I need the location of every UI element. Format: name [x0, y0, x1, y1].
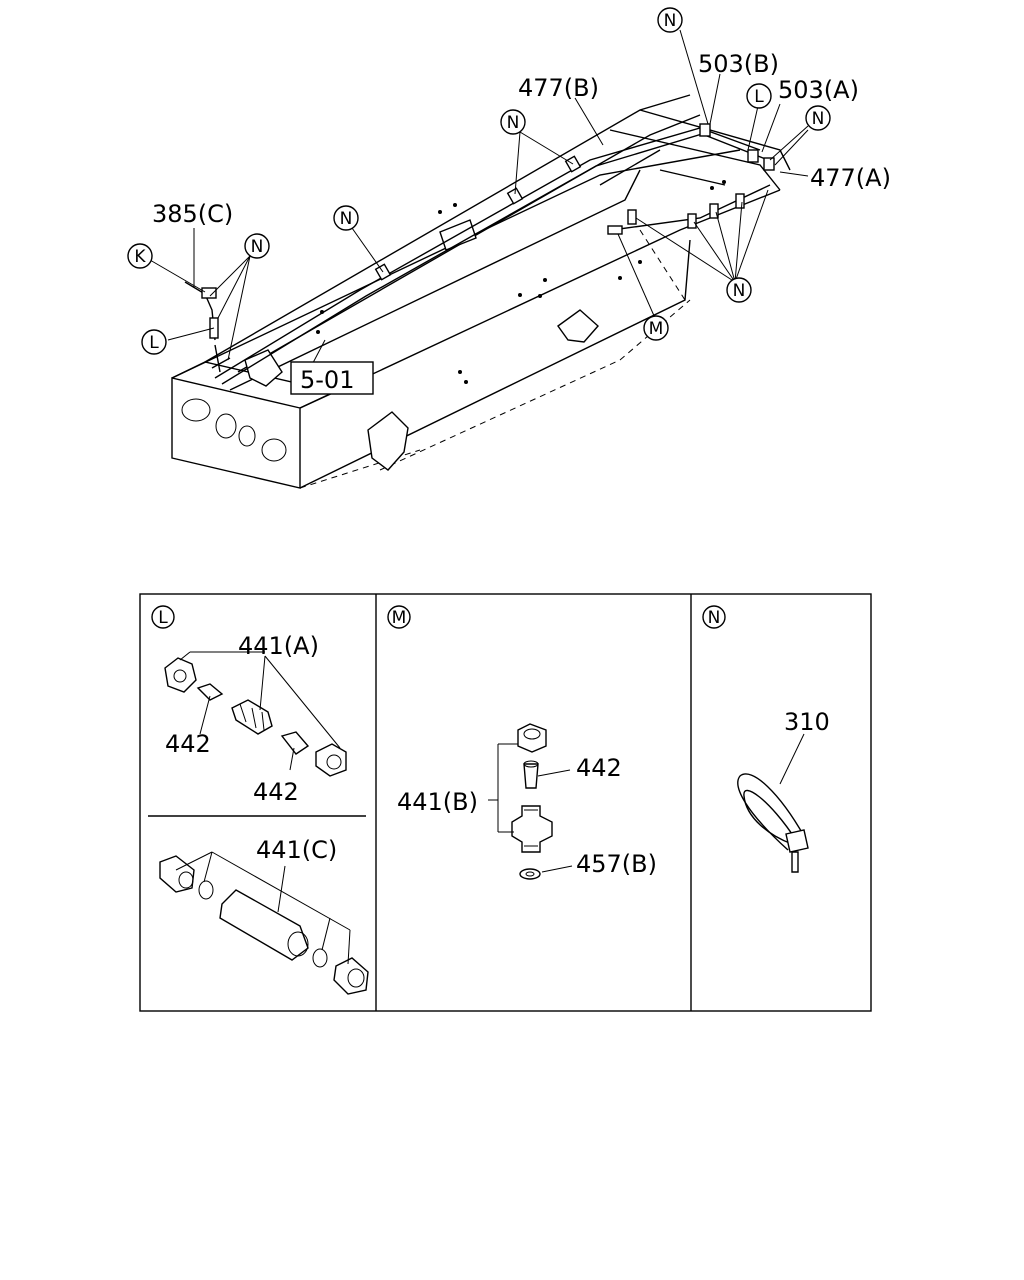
panel-l-joint-assembly	[159, 855, 369, 995]
panel-l-top-leaders	[179, 651, 341, 771]
label-503b: 503(B)	[698, 50, 779, 78]
panel-l: L 441(A) 442 442	[151, 605, 369, 995]
svg-text:K: K	[134, 247, 146, 267]
svg-text:N: N	[664, 11, 677, 31]
svg-text:M: M	[649, 319, 664, 339]
svg-text:N: N	[340, 209, 353, 229]
detail-panels-frame	[139, 593, 872, 1012]
svg-text:N: N	[733, 281, 746, 301]
panel-m-label-441b: 441(B)	[397, 788, 478, 816]
panel-l-bottom-leaders	[175, 851, 351, 965]
rivet-dots	[316, 180, 726, 384]
cable-tie-icon	[737, 773, 809, 873]
marker-n-right: N	[805, 105, 831, 131]
panel-n-leader	[779, 733, 805, 785]
reference-box-label: 5-01	[300, 366, 354, 394]
overview-leader-lines	[149, 29, 809, 379]
svg-text:M: M	[392, 608, 407, 628]
marker-n-center: N	[500, 109, 526, 135]
panel-l-union-assembly	[164, 657, 347, 777]
panel-l-label-441a: 441(A)	[238, 632, 319, 660]
panel-m-label-457b: 457(B)	[576, 850, 657, 878]
svg-text:N: N	[812, 109, 825, 129]
panel-m-connector-assembly	[511, 723, 553, 880]
panel-m-leaders	[488, 743, 573, 873]
panel-l-label-442-left: 442	[165, 730, 211, 758]
svg-text:N: N	[251, 237, 264, 257]
label-503a: 503(A)	[778, 76, 859, 104]
svg-text:L: L	[158, 608, 168, 628]
panel-l-label-442-right: 442	[253, 778, 299, 806]
label-477b: 477(B)	[518, 74, 599, 102]
panel-l-label-441c: 441(C)	[256, 836, 337, 864]
svg-text:L: L	[149, 333, 159, 353]
label-385c: 385(C)	[152, 200, 233, 228]
marker-l-top: L	[746, 83, 772, 109]
marker-n-left-rail: N	[333, 205, 359, 231]
panel-m-label-442: 442	[576, 754, 622, 782]
panel-m-marker: M	[387, 605, 411, 629]
svg-text:L: L	[754, 87, 764, 107]
marker-n-bottom-right: N	[726, 277, 752, 303]
panel-n: N 310	[702, 605, 830, 873]
marker-m: M	[643, 315, 669, 341]
chassis-frame-drawing	[171, 94, 791, 489]
marker-n-top: N	[657, 7, 683, 33]
panel-n-marker: N	[702, 605, 726, 629]
marker-n-left: N	[244, 233, 270, 259]
svg-text:N: N	[507, 113, 520, 133]
reference-box-5-01[interactable]: 5-01	[290, 361, 374, 395]
label-477a: 477(A)	[810, 164, 891, 192]
marker-l-left: L	[141, 329, 167, 355]
panel-n-label-310: 310	[784, 708, 830, 736]
panel-m: M 441(B) 442 457(B)	[387, 605, 657, 880]
svg-text:N: N	[708, 608, 721, 628]
panel-l-marker: L	[151, 605, 175, 629]
marker-k: K	[127, 243, 153, 269]
